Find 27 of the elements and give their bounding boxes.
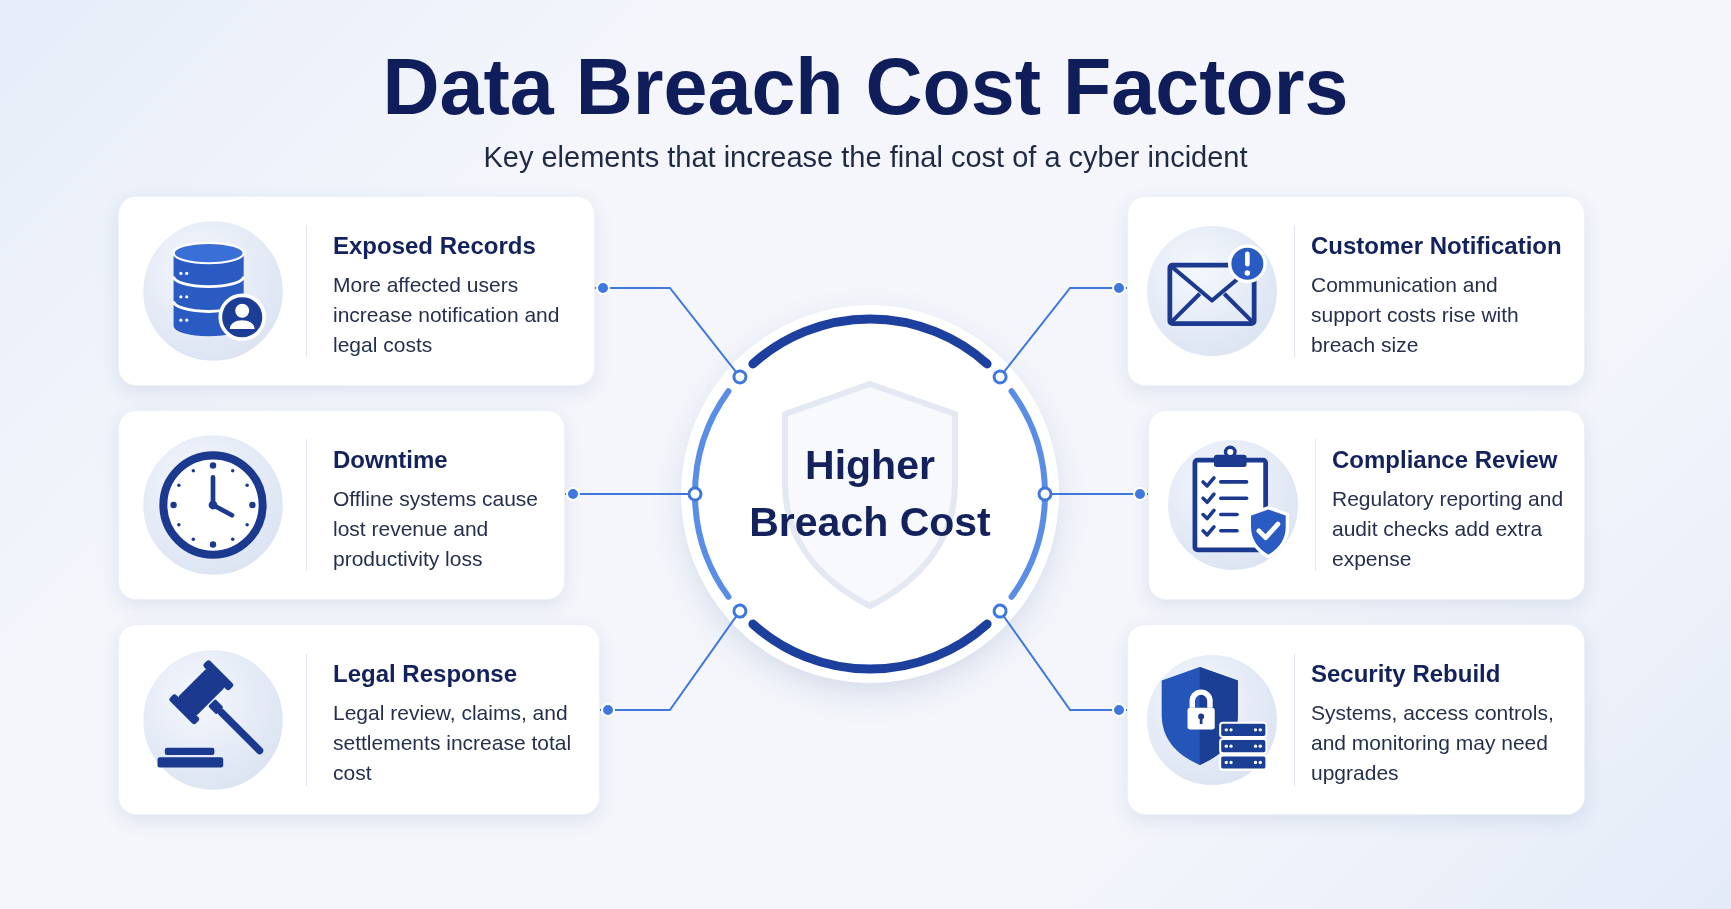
card-description: Communication and support costs rise with breach size [1311, 271, 1520, 358]
connector-line [992, 603, 1128, 717]
card-description: More affected users increase notification and legal costs [333, 271, 561, 358]
info-card [1127, 624, 1585, 815]
card-description: Offline systems cause lost revenue and productivity loss [333, 485, 540, 572]
card-description: Regulatory reporting and audit checks add extra expense [1332, 485, 1565, 572]
connector-line [599, 603, 748, 717]
card-heading: Compliance Review [1332, 444, 1559, 475]
subtitle: Key elements that increase the final cost of a cyber incident [482, 143, 1249, 172]
card-description: Legal review, claims, and settlements increase total cost [333, 700, 573, 786]
card-description: Systems, access controls, and monitoring may need upgrades [1311, 700, 1555, 786]
card-heading: Security Rebuild [1311, 659, 1502, 689]
card-heading: Customer Notification [1311, 230, 1563, 261]
connector-line [594, 281, 748, 385]
card-heading: Downtime [333, 444, 449, 475]
connector-line [1037, 486, 1149, 502]
info-card [118, 410, 565, 600]
center-label: Higher Breach Cost [748, 441, 992, 547]
card-heading: Exposed Records [333, 230, 537, 261]
connector-line [992, 281, 1128, 385]
connector-line [564, 486, 703, 502]
info-card [118, 196, 595, 386]
info-card [1127, 196, 1585, 386]
info-card [118, 624, 600, 815]
info-card [1148, 410, 1585, 600]
page-title: Data Breach Cost Factors [381, 47, 1350, 126]
card-heading: Legal Response [333, 659, 519, 689]
